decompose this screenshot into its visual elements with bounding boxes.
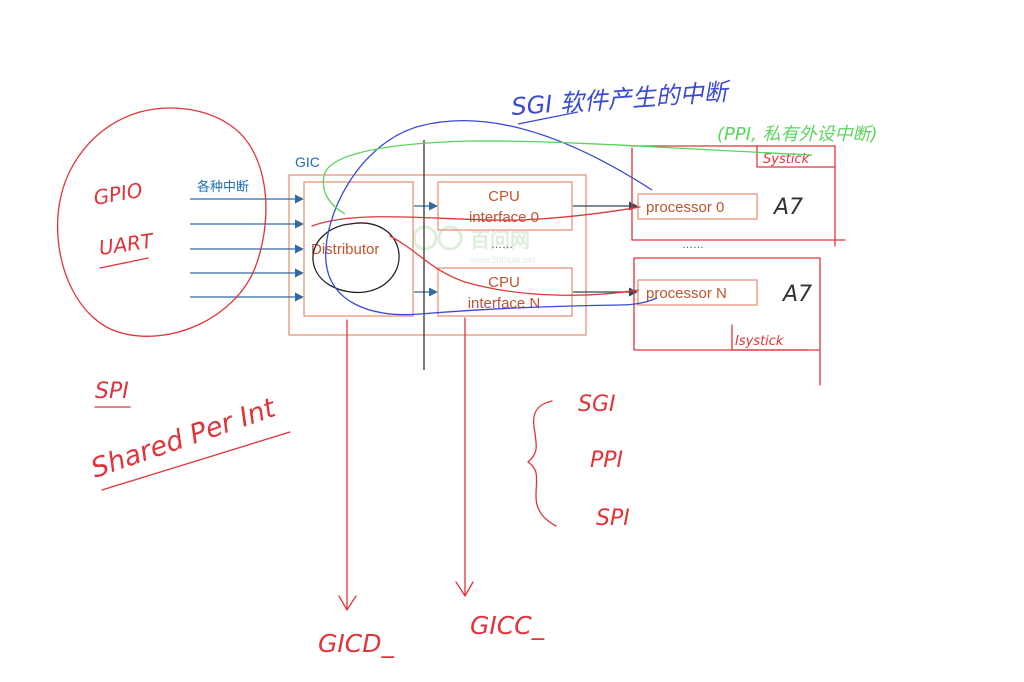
interrupts-input-label: 各种中断	[197, 179, 249, 194]
cpu-interface-n-line1: CPU	[488, 274, 520, 291]
spi-full-name: Shared Per Int	[87, 392, 280, 484]
gicc-arrow	[455, 317, 474, 597]
sgi-note-underline	[517, 111, 579, 125]
processor-ellipsis: ……	[682, 239, 704, 251]
cpu-interface-ellipsis: ……	[491, 239, 513, 251]
processor-0-frame	[631, 145, 846, 247]
distributor-label: Distributor	[311, 241, 379, 258]
systick-n-label: Isystick	[735, 334, 784, 349]
processor-n-bracket	[731, 324, 809, 351]
sgi-route	[325, 120, 658, 316]
gic-outer-box	[288, 174, 587, 336]
spi-full-underline	[101, 431, 291, 491]
distributor-box	[303, 181, 414, 317]
cpu-interface-0-line2: interface 0	[469, 209, 539, 226]
gicd-label: GICD_	[318, 629, 394, 658]
watermark: 百问网 www.100ask.net	[412, 225, 536, 265]
ppi-note: (PPI, 私有外设中断)	[717, 124, 878, 145]
cpu-interface-n-box	[437, 267, 573, 317]
list-item-ppi: PPI	[590, 448, 623, 473]
sgi-note: SGI 软件产生的中断	[510, 78, 732, 121]
peripheral-blob	[56, 107, 267, 337]
gic-label: GIC	[295, 154, 320, 170]
gpio-label: GPIO	[92, 178, 145, 210]
gicd-arrow	[338, 319, 357, 611]
red-route-to-processor0	[311, 206, 641, 227]
processor-0-label: processor 0	[646, 199, 724, 216]
cpu-interface-0-box	[437, 181, 573, 231]
list-item-sgi: SGI	[578, 392, 616, 417]
red-route-to-processorn	[389, 235, 639, 296]
processor-n-frame	[633, 257, 821, 386]
cpu-interface-0-line1: CPU	[488, 188, 520, 205]
processor-n-box	[637, 279, 758, 306]
systick-0-label: Systick	[763, 152, 810, 167]
watermark-url: www.100ask.net	[469, 255, 536, 265]
ppi-route	[322, 140, 813, 215]
core-a7-n: A7	[781, 282, 812, 307]
processor-0-box	[637, 193, 758, 220]
gicc-label: GICC_	[470, 611, 545, 640]
systick-0-frame	[756, 145, 836, 168]
spi-title: SPI	[95, 379, 129, 404]
list-brace	[527, 400, 557, 527]
uart-label: UART	[97, 228, 156, 260]
watermark-text: 百问网	[470, 228, 530, 252]
distributor-circle	[312, 222, 400, 294]
core-a7-0: A7	[772, 195, 803, 220]
list-item-spi: SPI	[596, 506, 630, 531]
uart-underline	[99, 257, 149, 269]
interrupt-input-arrows	[190, 194, 304, 302]
processor-n-label: processor N	[646, 285, 727, 302]
